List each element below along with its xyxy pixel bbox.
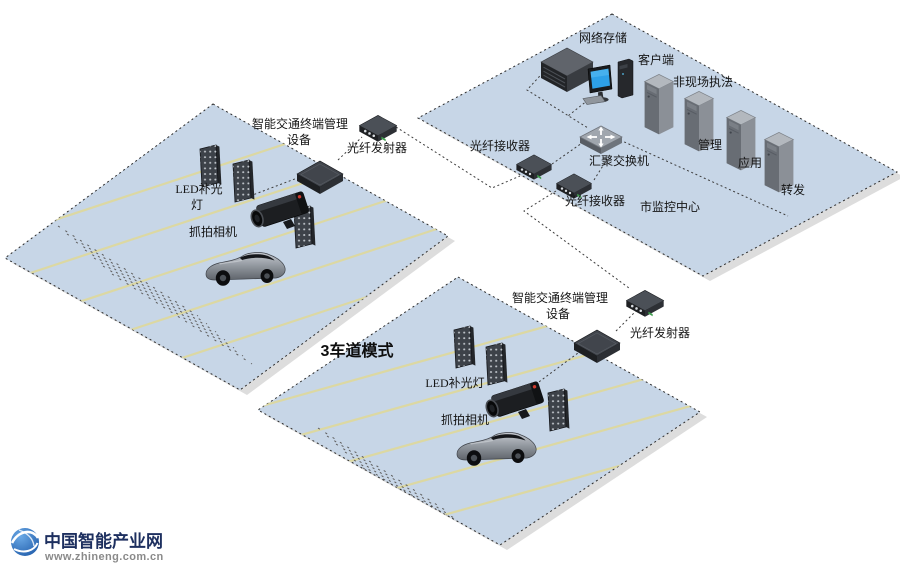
label-camera-a: 抓拍相机 xyxy=(189,224,237,239)
label-fiber-transmitter-b: 光纤发射器 xyxy=(630,325,690,340)
label-fiber-receiver-b: 光纤接收器 xyxy=(565,193,625,208)
label-terminal-a-line1: 智能交通终端管理 xyxy=(252,116,348,131)
label-terminal-b-line1: 智能交通终端管理 xyxy=(512,290,608,305)
label-led-light-a-line1: LED补光 xyxy=(175,182,222,196)
link-terminal-a-transmitter xyxy=(337,136,363,161)
led-panel-b1 xyxy=(453,325,476,369)
link-transmitter-a-receiver-a xyxy=(395,126,521,189)
led-panel-a2 xyxy=(232,159,255,203)
label-fiber-transmitter-a: 光纤发射器 xyxy=(347,140,407,155)
globe-icon xyxy=(10,528,40,556)
label-fiber-receiver-a: 光纤接收器 xyxy=(470,138,530,153)
road-plane-bottom xyxy=(257,276,701,546)
label-forwarding: 转发 xyxy=(781,182,805,197)
label-application: 应用 xyxy=(738,155,762,170)
led-panel-b3 xyxy=(547,388,570,432)
label-terminal-a-line2: 设备 xyxy=(287,133,311,147)
label-management: 管理 xyxy=(698,137,722,152)
led-panel-b2 xyxy=(485,342,508,386)
label-camera-b: 抓拍相机 xyxy=(441,412,489,427)
connection-lines xyxy=(249,65,789,391)
label-network-storage: 网络存储 xyxy=(579,30,627,45)
diagram-title: 3车道模式 xyxy=(321,341,394,360)
monitoring-center-plane xyxy=(416,13,899,277)
label-terminal-b-line2: 设备 xyxy=(546,307,570,321)
link-receiver-a-switch xyxy=(551,142,583,165)
labels: 网络存储 客户端 非现场执法 管理 应用 转发 汇聚交换机 光纤接收器 光纤接收… xyxy=(175,30,805,427)
server-offsite-enforcement xyxy=(643,73,675,135)
label-aggregation-switch: 汇聚交换机 xyxy=(589,153,649,168)
link-receiver-b-switch xyxy=(593,152,612,181)
site-name: 中国智能产业网 xyxy=(44,531,163,551)
link-switch-servers-bus xyxy=(619,139,789,217)
fiber-transmitter-a-device xyxy=(358,114,398,143)
label-offsite-enforcement: 非现场执法 xyxy=(673,75,733,89)
label-client: 客户端 xyxy=(638,52,674,67)
label-led-light-b: LED补光灯 xyxy=(425,376,484,390)
link-transmitter-b-receiver-b xyxy=(523,190,630,289)
site-logo: 中国智能产业网 www.zhineng.com.cn xyxy=(10,528,164,563)
site-url: www.zhineng.com.cn xyxy=(44,551,164,563)
label-led-light-a-line2: 灯 xyxy=(191,198,203,212)
label-monitoring-center: 市监控中心 xyxy=(640,199,700,214)
link-terminal-b-transmitter xyxy=(615,310,637,332)
led-panel-a1 xyxy=(199,144,222,188)
fiber-transmitter-b-device xyxy=(625,289,665,318)
